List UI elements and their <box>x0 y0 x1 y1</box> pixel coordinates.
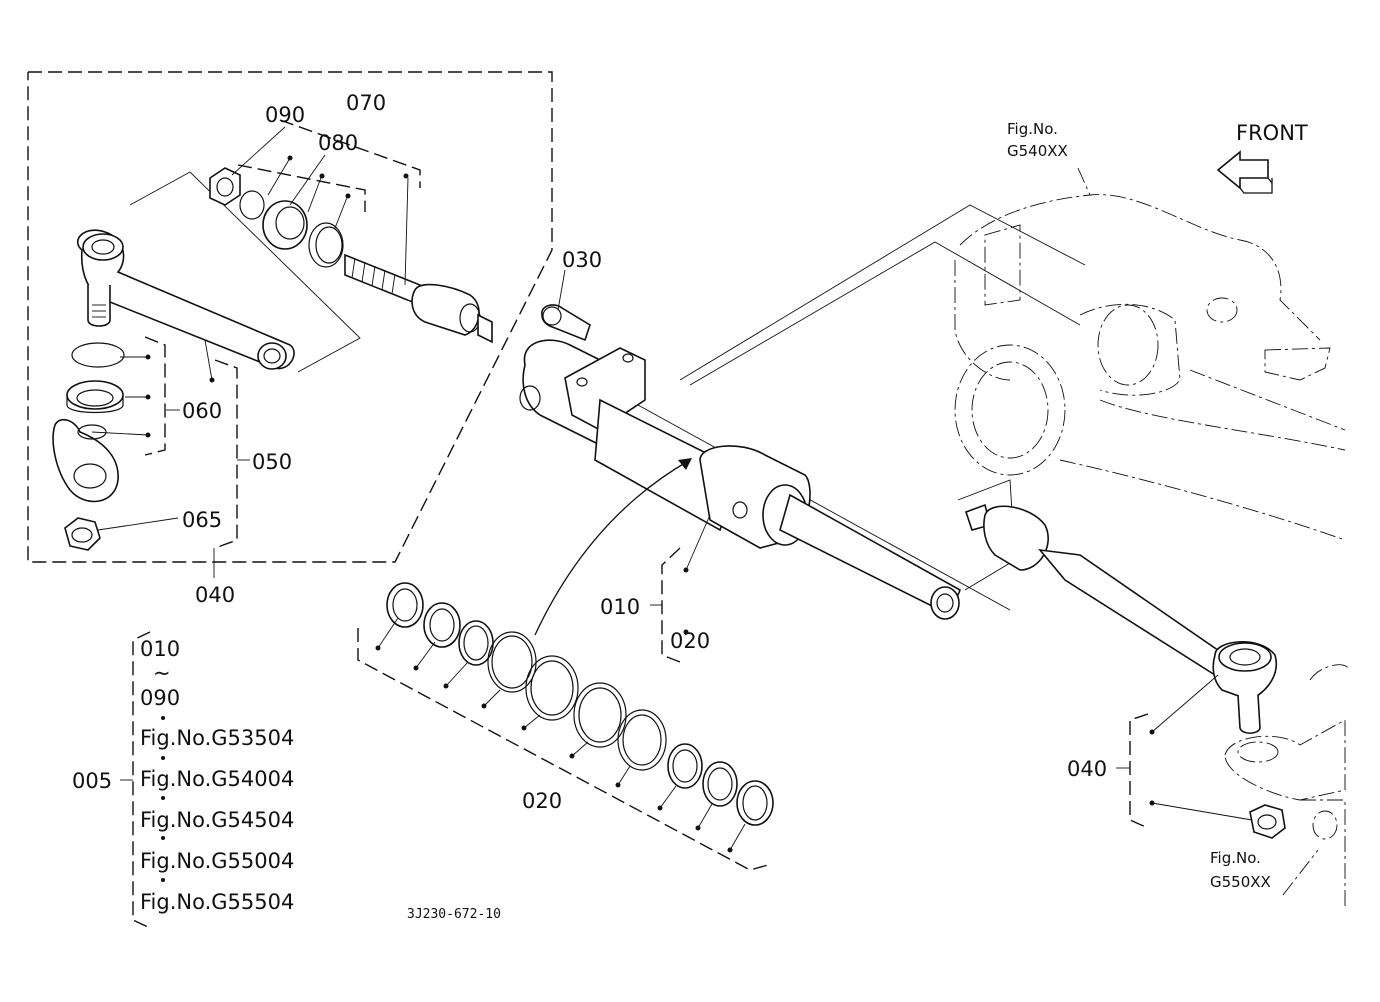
label-010: 010 <box>600 595 640 619</box>
knuckle-arm-right <box>1224 664 1351 910</box>
bracket-080 <box>237 164 366 212</box>
tie-rod-end-right <box>964 503 1277 735</box>
label-065: 065 <box>182 508 222 532</box>
nut-065 <box>64 517 101 551</box>
seal-rings-020 <box>386 582 774 826</box>
bracket-020-seal-kit <box>357 628 769 871</box>
label-030: 030 <box>562 248 602 272</box>
legend-fig-4: Fig.No.G55004 <box>140 849 294 873</box>
legend-fig-1: Fig.No.G53504 <box>140 726 294 750</box>
label-040-left: 040 <box>195 583 235 607</box>
label-020-seals: 020 <box>522 789 562 813</box>
bolt-030 <box>541 304 591 342</box>
bracket-005 <box>132 631 151 929</box>
inner-tie-rod-070 <box>344 253 493 344</box>
label-005: 005 <box>72 769 112 793</box>
bracket-040-right <box>1129 713 1149 829</box>
legend-fig-3: Fig.No.G54504 <box>140 808 294 832</box>
bracket-070 <box>279 119 421 188</box>
bracket-050 <box>214 359 238 549</box>
label-090: 090 <box>265 103 305 127</box>
legend-range-to: 090 <box>140 686 180 710</box>
front-label: FRONT <box>1236 121 1308 145</box>
fig-ref-g540-line1: Fig.No. <box>1007 120 1058 138</box>
projection-line-frame <box>679 204 1086 381</box>
callout-arrow <box>534 459 691 636</box>
ring-080 <box>308 222 344 268</box>
legend-range-from: 010 <box>140 637 180 661</box>
front-arrow-icon <box>1216 150 1273 194</box>
snap-ring-060 <box>71 342 125 368</box>
label-050: 050 <box>252 450 292 474</box>
fig-ref-g550-line1: Fig.No. <box>1210 849 1261 867</box>
knuckle-arm-piece <box>52 418 119 503</box>
legend-fig-2: Fig.No.G54004 <box>140 767 294 791</box>
legend-range-tilde: ~ <box>153 661 171 685</box>
steering-cylinder-010 <box>519 339 962 620</box>
fig-ref-g550-line2: G550XX <box>1210 873 1271 891</box>
front-axle-frame <box>954 194 1346 541</box>
bracket-010 <box>661 547 681 663</box>
label-080: 080 <box>318 131 358 155</box>
tie-rod-end-left <box>76 229 295 370</box>
projection-line-tie-rod <box>129 171 361 373</box>
seat-060 <box>66 380 124 414</box>
bracket-060 <box>144 336 166 456</box>
label-020-upper: 020 <box>670 629 710 653</box>
chain-line-g540 <box>1077 167 1091 196</box>
snap-ring-090 <box>239 190 265 220</box>
label-070: 070 <box>346 91 386 115</box>
nut-090 <box>209 167 241 206</box>
legend-fig-5: Fig.No.G55504 <box>140 890 294 914</box>
label-060: 060 <box>182 399 222 423</box>
projection-line-frame-2 <box>689 241 1081 386</box>
seal-leader-lines <box>377 617 746 851</box>
chain-line-g550 <box>1282 849 1319 896</box>
leader-lines <box>91 126 1253 821</box>
nut-right <box>1249 804 1286 839</box>
fig-ref-g540-line2: G540XX <box>1007 142 1068 160</box>
label-040-right: 040 <box>1067 757 1107 781</box>
boot-080 <box>262 200 308 250</box>
drawing-number: 3J230-672-10 <box>407 907 501 922</box>
